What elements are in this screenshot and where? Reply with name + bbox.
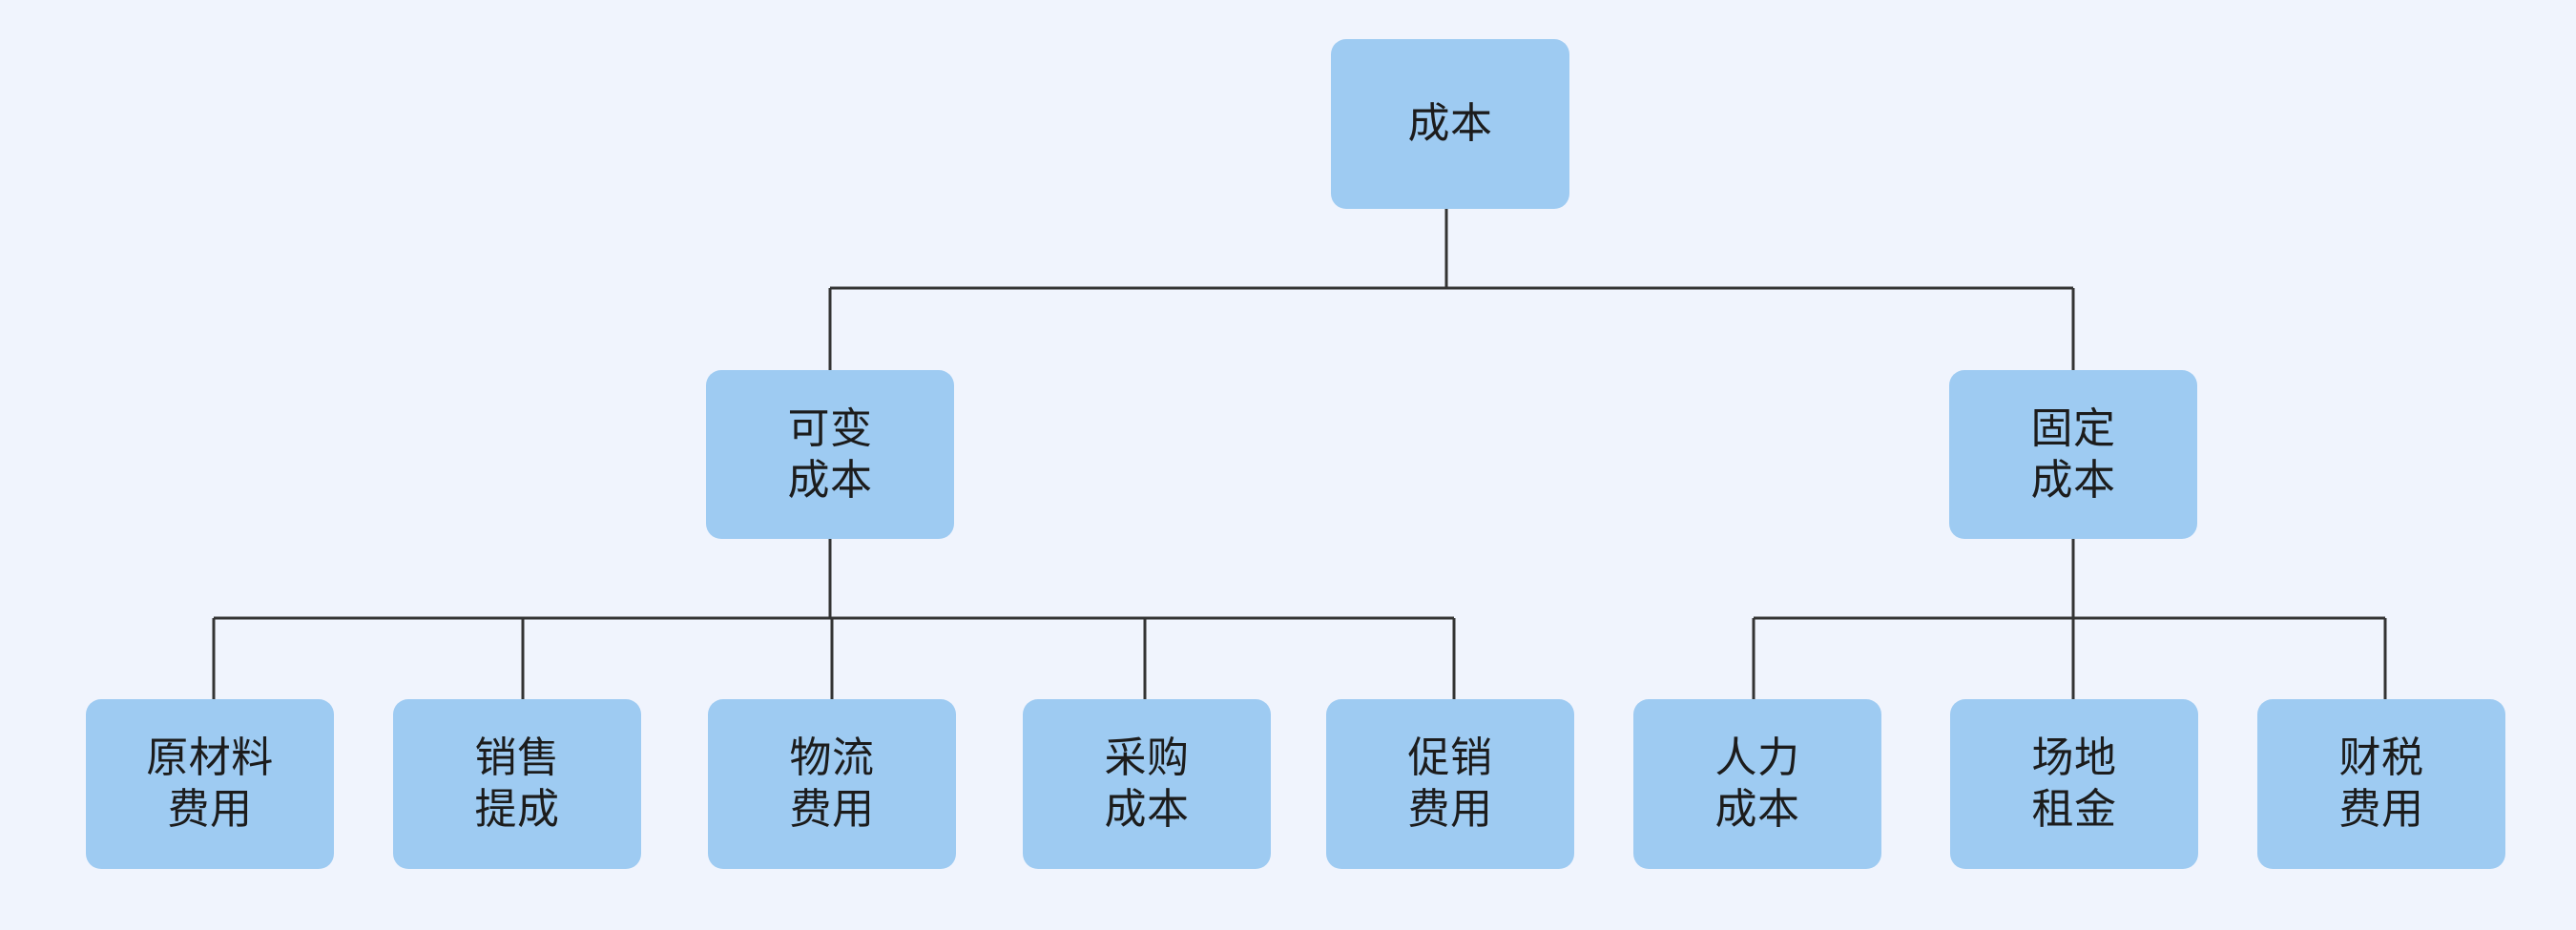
node-procurement-cost[interactable]: 采购 成本 xyxy=(1023,699,1271,869)
node-promotion-expense[interactable]: 促销 费用 xyxy=(1326,699,1574,869)
node-venue-rent[interactable]: 场地 租金 xyxy=(1950,699,2198,869)
node-raw-material-expense[interactable]: 原材料 费用 xyxy=(86,699,334,869)
node-logistics-expense[interactable]: 物流 费用 xyxy=(708,699,956,869)
node-variable-cost[interactable]: 可变 成本 xyxy=(706,370,954,539)
node-sales-commission[interactable]: 销售 提成 xyxy=(393,699,641,869)
node-labor-cost[interactable]: 人力 成本 xyxy=(1633,699,1881,869)
node-cost[interactable]: 成本 xyxy=(1331,39,1569,209)
node-finance-tax-expense[interactable]: 财税 费用 xyxy=(2257,699,2505,869)
node-fixed-cost[interactable]: 固定 成本 xyxy=(1949,370,2197,539)
